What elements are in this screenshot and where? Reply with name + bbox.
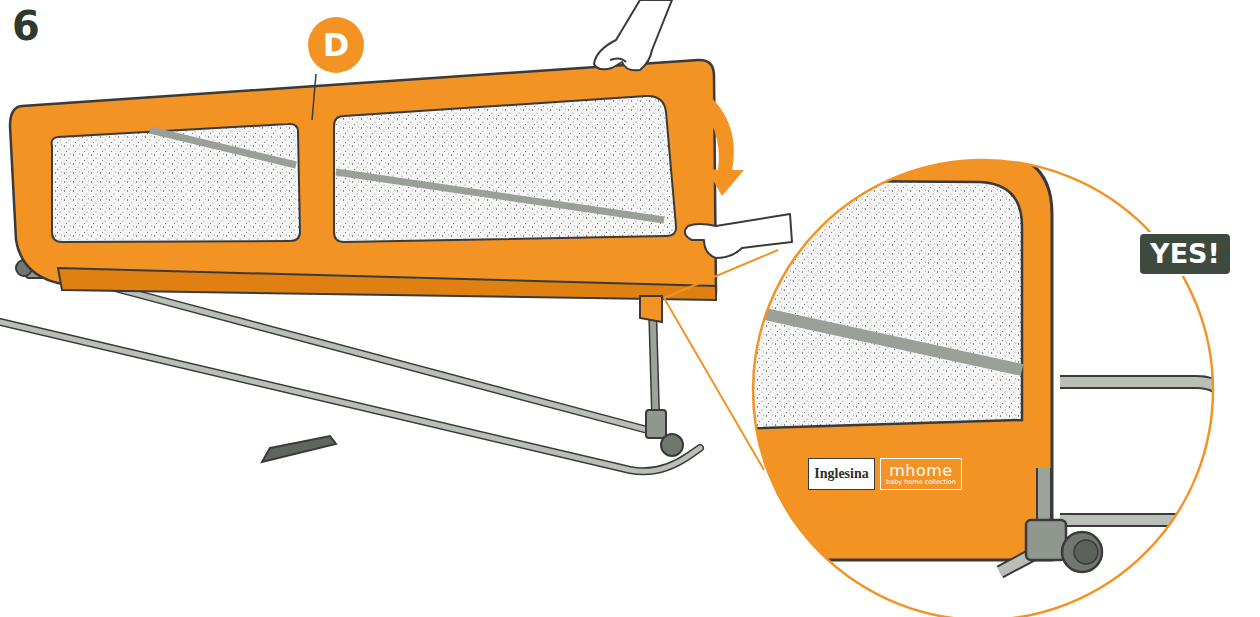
yes-badge: YES! <box>1138 232 1232 276</box>
zoom-circle <box>753 160 1213 617</box>
hands <box>594 0 792 258</box>
brand-logo: Inglesina <box>808 458 875 490</box>
callout-circle-fill <box>308 17 364 73</box>
brand-logo-text: Inglesina <box>814 466 868 482</box>
motion-arrow <box>690 86 744 196</box>
callout-letter-text: D <box>323 27 350 64</box>
zoom-detail <box>700 150 1228 617</box>
callout-letter: D <box>307 16 365 74</box>
brand-logo-text: baby home collection <box>886 479 956 486</box>
side-panel <box>10 60 716 322</box>
brand-logo-text: mhome <box>889 463 952 479</box>
step-number: 6 <box>12 4 40 48</box>
yes-badge-text: YES! <box>1150 238 1220 269</box>
brand-logo: mhomebaby home collection <box>880 458 962 490</box>
